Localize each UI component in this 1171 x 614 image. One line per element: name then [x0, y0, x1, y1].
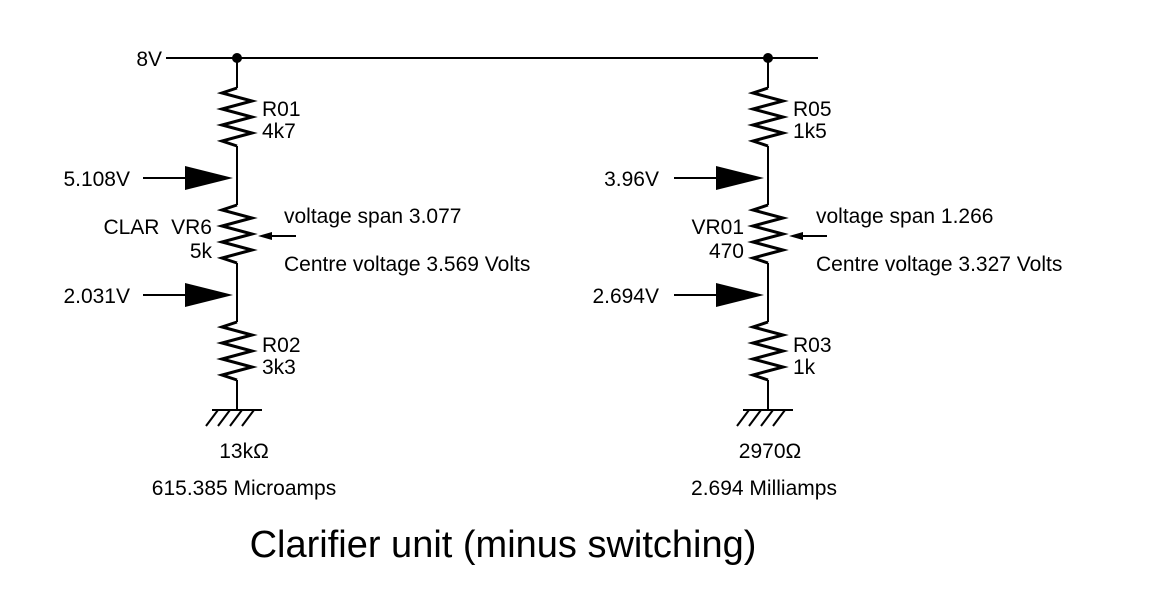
left-voltage-span: voltage span 3.077	[284, 205, 461, 228]
r01-value: 4k7	[262, 120, 296, 143]
r03-name: R03	[793, 334, 832, 357]
right-divider: R05 1k5 3.96V voltage span 1.266 VR01 47…	[592, 58, 1062, 500]
diagram-caption: Clarifier unit (minus switching)	[250, 524, 757, 566]
vr6-name: CLAR VR6	[103, 216, 212, 239]
r02-value: 3k3	[262, 356, 296, 379]
right-total-resistance: 2970Ω	[739, 440, 801, 463]
vr01-value: 470	[709, 240, 744, 263]
potentiometer-vr6	[216, 203, 258, 265]
r02-name: R02	[262, 334, 301, 357]
resistor-r05	[747, 86, 789, 148]
tap-arrow-top-right	[674, 166, 764, 190]
right-centre-voltage: Centre voltage 3.327 Volts	[816, 253, 1062, 276]
vr01-name: VR01	[691, 216, 744, 239]
right-bottom-tap-voltage: 2.694V	[592, 285, 659, 308]
vr6-value: 5k	[190, 240, 213, 263]
r03-value: 1k	[793, 356, 816, 379]
left-centre-voltage: Centre voltage 3.569 Volts	[284, 253, 530, 276]
tap-arrow-bottom-right	[674, 283, 764, 307]
left-divider: R01 4k7 5.108V voltage span 3.077 CLAR V…	[63, 58, 530, 500]
right-top-tap-voltage: 3.96V	[604, 168, 659, 191]
supply-rail: 8V	[136, 48, 818, 71]
ground-icon	[205, 409, 262, 427]
ground-icon	[736, 409, 793, 427]
right-voltage-span: voltage span 1.266	[816, 205, 993, 228]
left-current: 615.385 Microamps	[152, 477, 336, 500]
left-top-tap-voltage: 5.108V	[63, 168, 130, 191]
resistor-r02	[216, 320, 258, 382]
left-bottom-tap-voltage: 2.031V	[63, 285, 130, 308]
tap-arrow-top-left	[143, 166, 233, 190]
supply-voltage-label: 8V	[136, 48, 162, 71]
wiper-arrow-right	[789, 232, 827, 240]
wiper-arrow-left	[258, 232, 296, 240]
r01-name: R01	[262, 98, 301, 121]
left-total-resistance: 13kΩ	[219, 440, 269, 463]
r05-value: 1k5	[793, 120, 827, 143]
resistor-r03	[747, 320, 789, 382]
potentiometer-vr01	[747, 203, 789, 265]
resistor-r01	[216, 86, 258, 148]
r05-name: R05	[793, 98, 832, 121]
tap-arrow-bottom-left	[143, 283, 233, 307]
right-current: 2.694 Milliamps	[691, 477, 837, 500]
